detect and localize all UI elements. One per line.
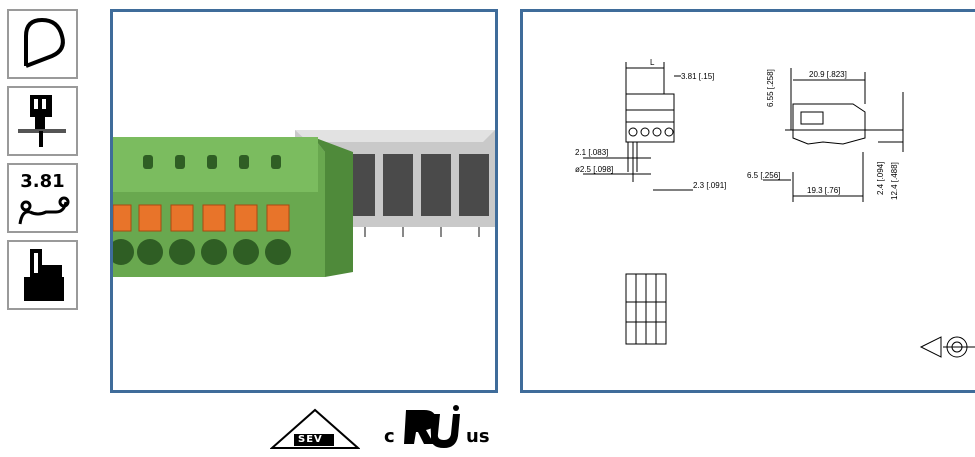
dim-L: L [650,58,655,67]
pitch-wire-icon: 3.81 [7,163,78,233]
loop-wire-icon [7,9,78,79]
dim-6-5: 6.5 [.256] [747,171,780,180]
sev-logo: SEV [269,404,361,452]
dim-20-9: 20.9 [.823] [809,70,847,79]
dim-pitch: 3.81 [.15] [681,72,714,81]
connector-image [113,130,495,277]
technical-drawing-panel: L 3.81 [.15] 2.1 [.083] ø2.5 [.098] 2.3 … [520,9,975,393]
dim-12-4: 12.4 [.488] [890,162,899,200]
pcb-mount-icon [7,86,78,156]
ul-us-text: us [466,426,490,447]
ul-c-text: c [384,426,395,447]
dim-2-1: 2.1 [.083] [575,148,608,157]
product-photo-panel [110,9,498,393]
dim-2-4: 2.4 [.094] [876,162,885,195]
ul-logo: c us [384,402,494,452]
ru-mark-icon [404,405,460,448]
sev-text: SEV [298,434,323,445]
wire-insertion-icon [7,240,78,310]
dim-19-3: 19.3 [.76] [807,186,840,195]
pitch-label: 3.81 [20,171,65,192]
dim-2-3: 2.3 [.091] [693,181,726,190]
dim-2-5: ø2.5 [.098] [575,165,613,174]
dim-6-55: 6.55 [.258] [766,69,775,107]
dimension-drawing: L 3.81 [.15] 2.1 [.083] ø2.5 [.098] 2.3 … [575,58,975,358]
